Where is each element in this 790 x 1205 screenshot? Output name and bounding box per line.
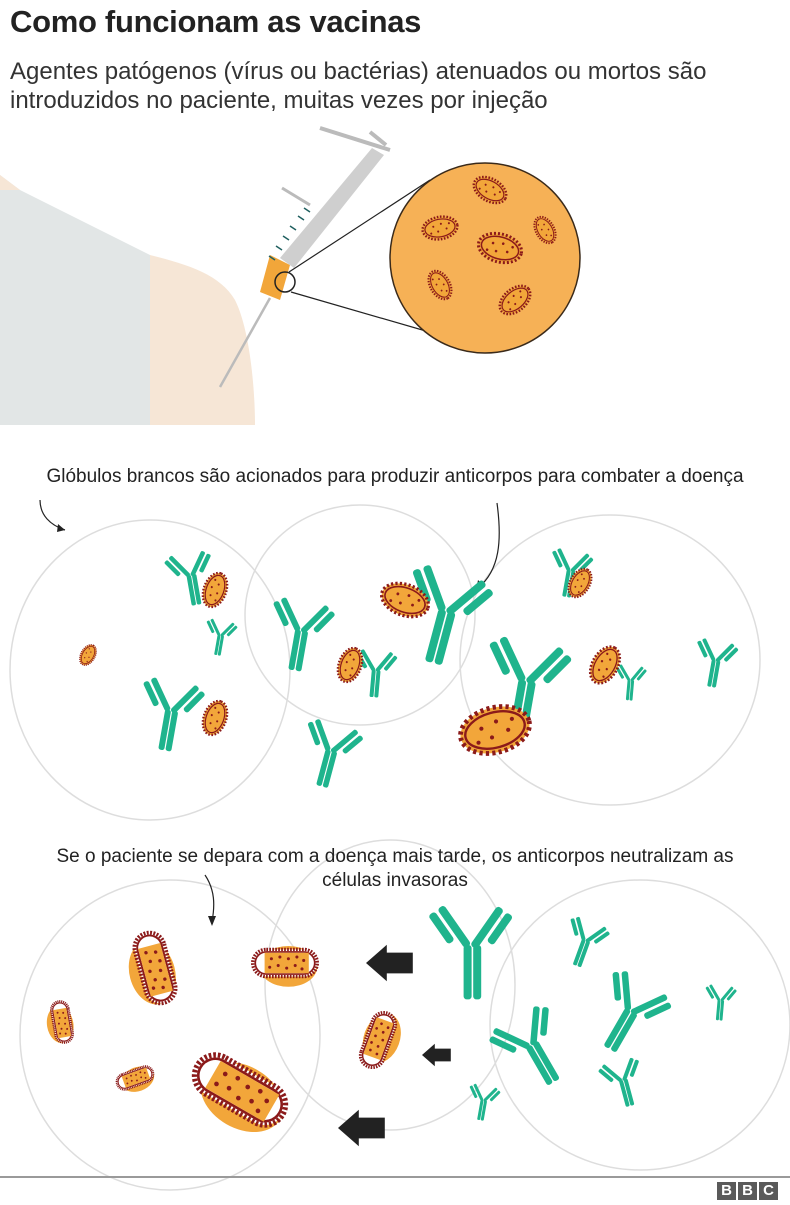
pointer-arrow-2 xyxy=(477,502,500,589)
bbc-logo-letter: C xyxy=(759,1182,778,1200)
magnified-pathogens-circle xyxy=(389,162,581,354)
page-subtitle: Agentes patógenos (vírus ou bactérias) a… xyxy=(10,58,707,114)
antibodies-section-3 xyxy=(428,904,738,1123)
page-title: Como funcionam as vacinas xyxy=(10,4,422,39)
arm-illustration xyxy=(0,175,255,425)
pathogens-section-3 xyxy=(42,926,409,1146)
bbc-logo-letter: B xyxy=(717,1182,736,1200)
bbc-logo: B B C xyxy=(717,1182,778,1200)
white-blood-cells-section-3 xyxy=(19,839,790,1191)
caption-neutralization: Se o paciente se depara com a doença mai… xyxy=(56,846,734,891)
white-blood-cells xyxy=(9,504,761,821)
caption-antibody-production: Glóbulos brancos são acionados para prod… xyxy=(46,466,744,487)
syringe-icon xyxy=(218,126,451,388)
bbc-logo-letter: B xyxy=(738,1182,757,1200)
footer-divider xyxy=(0,1176,790,1178)
pointer-arrow-1 xyxy=(39,499,66,531)
